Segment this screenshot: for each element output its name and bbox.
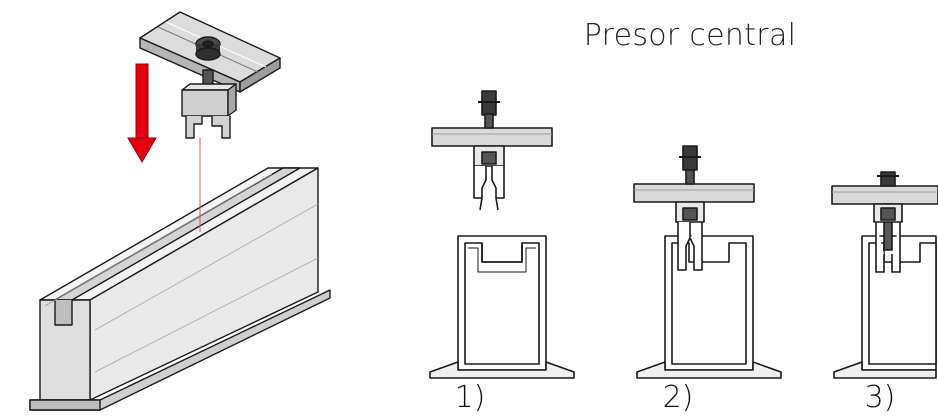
panel-3 [831,185,938,205]
isometric-clamp [139,11,281,139]
rail-profile-1 [429,235,575,379]
step-label-1: 1) [454,380,486,415]
step-1-diagram [429,90,575,379]
panel-2 [633,183,755,203]
clamp-insert-2 [675,201,705,271]
step-3-diagram [831,171,938,379]
down-arrow-icon [127,63,157,163]
bolt-2 [679,145,701,185]
isometric-rail [29,167,331,411]
rail-profile-3 [833,235,937,379]
clamp-insert-1 [473,145,505,211]
step-label-2: 2) [662,380,694,415]
isometric-assembly [29,11,331,411]
panel-1 [431,127,553,147]
rail-profile-2 [636,235,782,379]
diagram-title: Presor central [583,18,797,53]
step-label-3: 3) [864,380,896,415]
step-2-diagram [633,145,782,379]
clamp-insert-3 [873,203,903,273]
bolt-1 [478,90,500,129]
